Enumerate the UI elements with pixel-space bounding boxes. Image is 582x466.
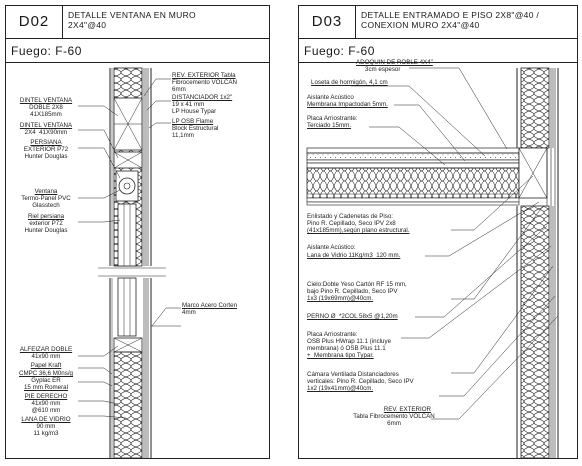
detail-sheet-d02: D02 DETALLE VENTANA EN MURO 2X4"@40 Fueg…: [5, 5, 270, 459]
label-rev-exterior-3: 6mm: [172, 86, 186, 93]
label-pie-derecho-3: @610 mm: [31, 407, 61, 414]
label-ventana: Ventana: [34, 188, 58, 195]
label-cmpc-3: 15 mm Romeral: [23, 384, 68, 391]
label-riel-2: exterior P72: [29, 220, 63, 227]
label-dintel-doble-2: DOBLE 2X8: [29, 104, 63, 111]
label-pie-derecho-2: 41x90 mm: [31, 400, 61, 407]
label-persiana-2: EXTERIOR P72: [23, 146, 69, 153]
label-rev-exterior: REV. EXTERIOR Tabla: [172, 72, 236, 79]
fire-rating: Fuego: F-60: [11, 44, 82, 58]
label-camara-2: verticales: Pino R. Cepillado, Seco IPV: [307, 378, 414, 385]
label-placa-2-2: OSB Plus HWrap 11.1 (incluye: [307, 338, 392, 345]
label-aislante-2: Membrana Impactodan 5mm.: [307, 101, 388, 108]
label-dintel-2x4: DINTEL VENTANA: [19, 122, 73, 129]
label-cielo-2: bajo Pino R. Cepillado, Seco IPV: [307, 288, 398, 295]
label-camara: Cámara Ventilada Distanciadores: [307, 371, 399, 378]
label-rev-exterior-2: Fibrocemento VOLCAN: [172, 79, 237, 86]
detail-code: D03: [299, 6, 356, 38]
label-lp-osb-2: Block Estructural: [172, 125, 219, 132]
label-rev-exterior: REV. EXTERIOR: [383, 406, 431, 413]
label-marco-2: 4mm: [182, 309, 196, 316]
label-distanciador-3: LP House Typar: [172, 108, 217, 115]
label-rev-exterior-3: 6mm: [387, 420, 401, 427]
label-papel: Papel Kraft: [30, 362, 62, 369]
label-placa-2-4: + Membrana tipo Typar.: [307, 352, 374, 359]
label-lana: LANA DE VIDRIO: [21, 416, 71, 423]
sheet-header: D03 DETALLE ENTRAMADO E PISO 2X8"@40 / C…: [299, 6, 577, 39]
label-ventana-3: Glasstech: [32, 202, 60, 209]
label-dintel-2x4-2: 2X4 41X90mm: [24, 129, 68, 136]
label-lana-3: 11 kg/m3: [33, 430, 59, 437]
label-loseta: Loseta de hormigón, 4,1 cm: [311, 79, 388, 86]
divider: [6, 62, 269, 63]
label-cielo: Cielo:Doble Yeso Cartón RF 15 mm,: [307, 281, 407, 288]
label-ventana-2: Termo-Panel PVC: [21, 195, 71, 202]
label-pie-derecho: PIE DERECHO: [24, 393, 68, 400]
detail-sheet-d03: D03 DETALLE ENTRAMADO E PISO 2X8"@40 / C…: [298, 5, 578, 459]
label-dintel-doble: DINTEL VENTANA: [19, 97, 73, 104]
label-aislante: Aislante Acústico: [307, 94, 354, 101]
label-aislante-acustico: Aislante Acústico:: [307, 244, 356, 251]
label-lana-vidrio: Lana de Vidrio 11Kg/m3 120 mm.: [307, 252, 401, 259]
label-perno: PERNO Ø *2COL 58x5 @1,20m: [307, 313, 398, 320]
label-distanciador-2: 19 x 41 mm: [172, 101, 205, 108]
label-lp-osb-3: 11,1mm: [172, 132, 194, 139]
label-enlistado-3: (41x185mm),según plano estructural.: [307, 227, 410, 234]
label-alfeizar-2: 41x90 mm: [31, 353, 61, 360]
label-enlistado-2: Pino R. Cepillado, Seco IPV 2x8: [307, 220, 396, 227]
detail-code: D02: [6, 6, 63, 38]
detail-title: DETALLE ENTRAMADO E PISO 2X8"@40 / CONEX…: [361, 10, 540, 30]
label-distanciador: DISTANCIADOR 1x2": [172, 94, 233, 101]
label-lana-2: 90 mm: [36, 423, 56, 430]
label-placa-2-3: membrana) ó OSB Plus 11.1: [307, 345, 386, 352]
label-adoquin-2: 3cm espesor: [365, 66, 401, 73]
label-placa-1: Placa Arriostrante:: [307, 115, 358, 122]
label-alfeizar: ALFEIZAR DOBLE: [19, 346, 73, 353]
label-rev-exterior-2: Tabla Fibrocemento VOLCAN: [353, 413, 435, 420]
wall-section-drawing: [78, 67, 181, 459]
label-camara-3: 1x2 (19x41mm)@40cm.: [307, 385, 374, 392]
label-enlistado: Enlistado y Cadenetas de Piso:: [307, 213, 393, 220]
label-riel: Riel persiana: [27, 213, 65, 220]
detail-title: DETALLE VENTANA EN MURO 2X4"@40: [68, 10, 196, 30]
divider: [299, 62, 577, 63]
label-persiana-3: Hunter Douglas: [24, 153, 68, 160]
fire-rating: Fuego: F-60: [304, 44, 375, 58]
label-cmpc-2: Gyplac ER: [31, 377, 61, 384]
label-cmpc: CMPC 36,6 M0ns/g: [19, 370, 73, 377]
sheet-header: D02 DETALLE VENTANA EN MURO 2X4"@40: [6, 6, 269, 39]
label-riel-3: Hunter Douglas: [24, 227, 68, 234]
label-persiana: PERSIANA: [30, 139, 62, 146]
label-cielo-3: 1x3 (19x69mm)@40cm.: [307, 295, 374, 302]
label-placa-2: Placa Arriostrante:: [307, 331, 358, 338]
label-placa-1-2: Terciado 15mm.: [307, 122, 352, 129]
floor-section-drawing: [306, 67, 559, 459]
label-marco: Marco Acero Corten: [182, 302, 238, 309]
label-dintel-doble-3: 41X185mm: [30, 111, 62, 118]
label-adoquin: ADOQUIN DE ROBLE 4X4": [356, 59, 433, 66]
label-lp-osb: LP OSB Flame: [172, 118, 214, 125]
